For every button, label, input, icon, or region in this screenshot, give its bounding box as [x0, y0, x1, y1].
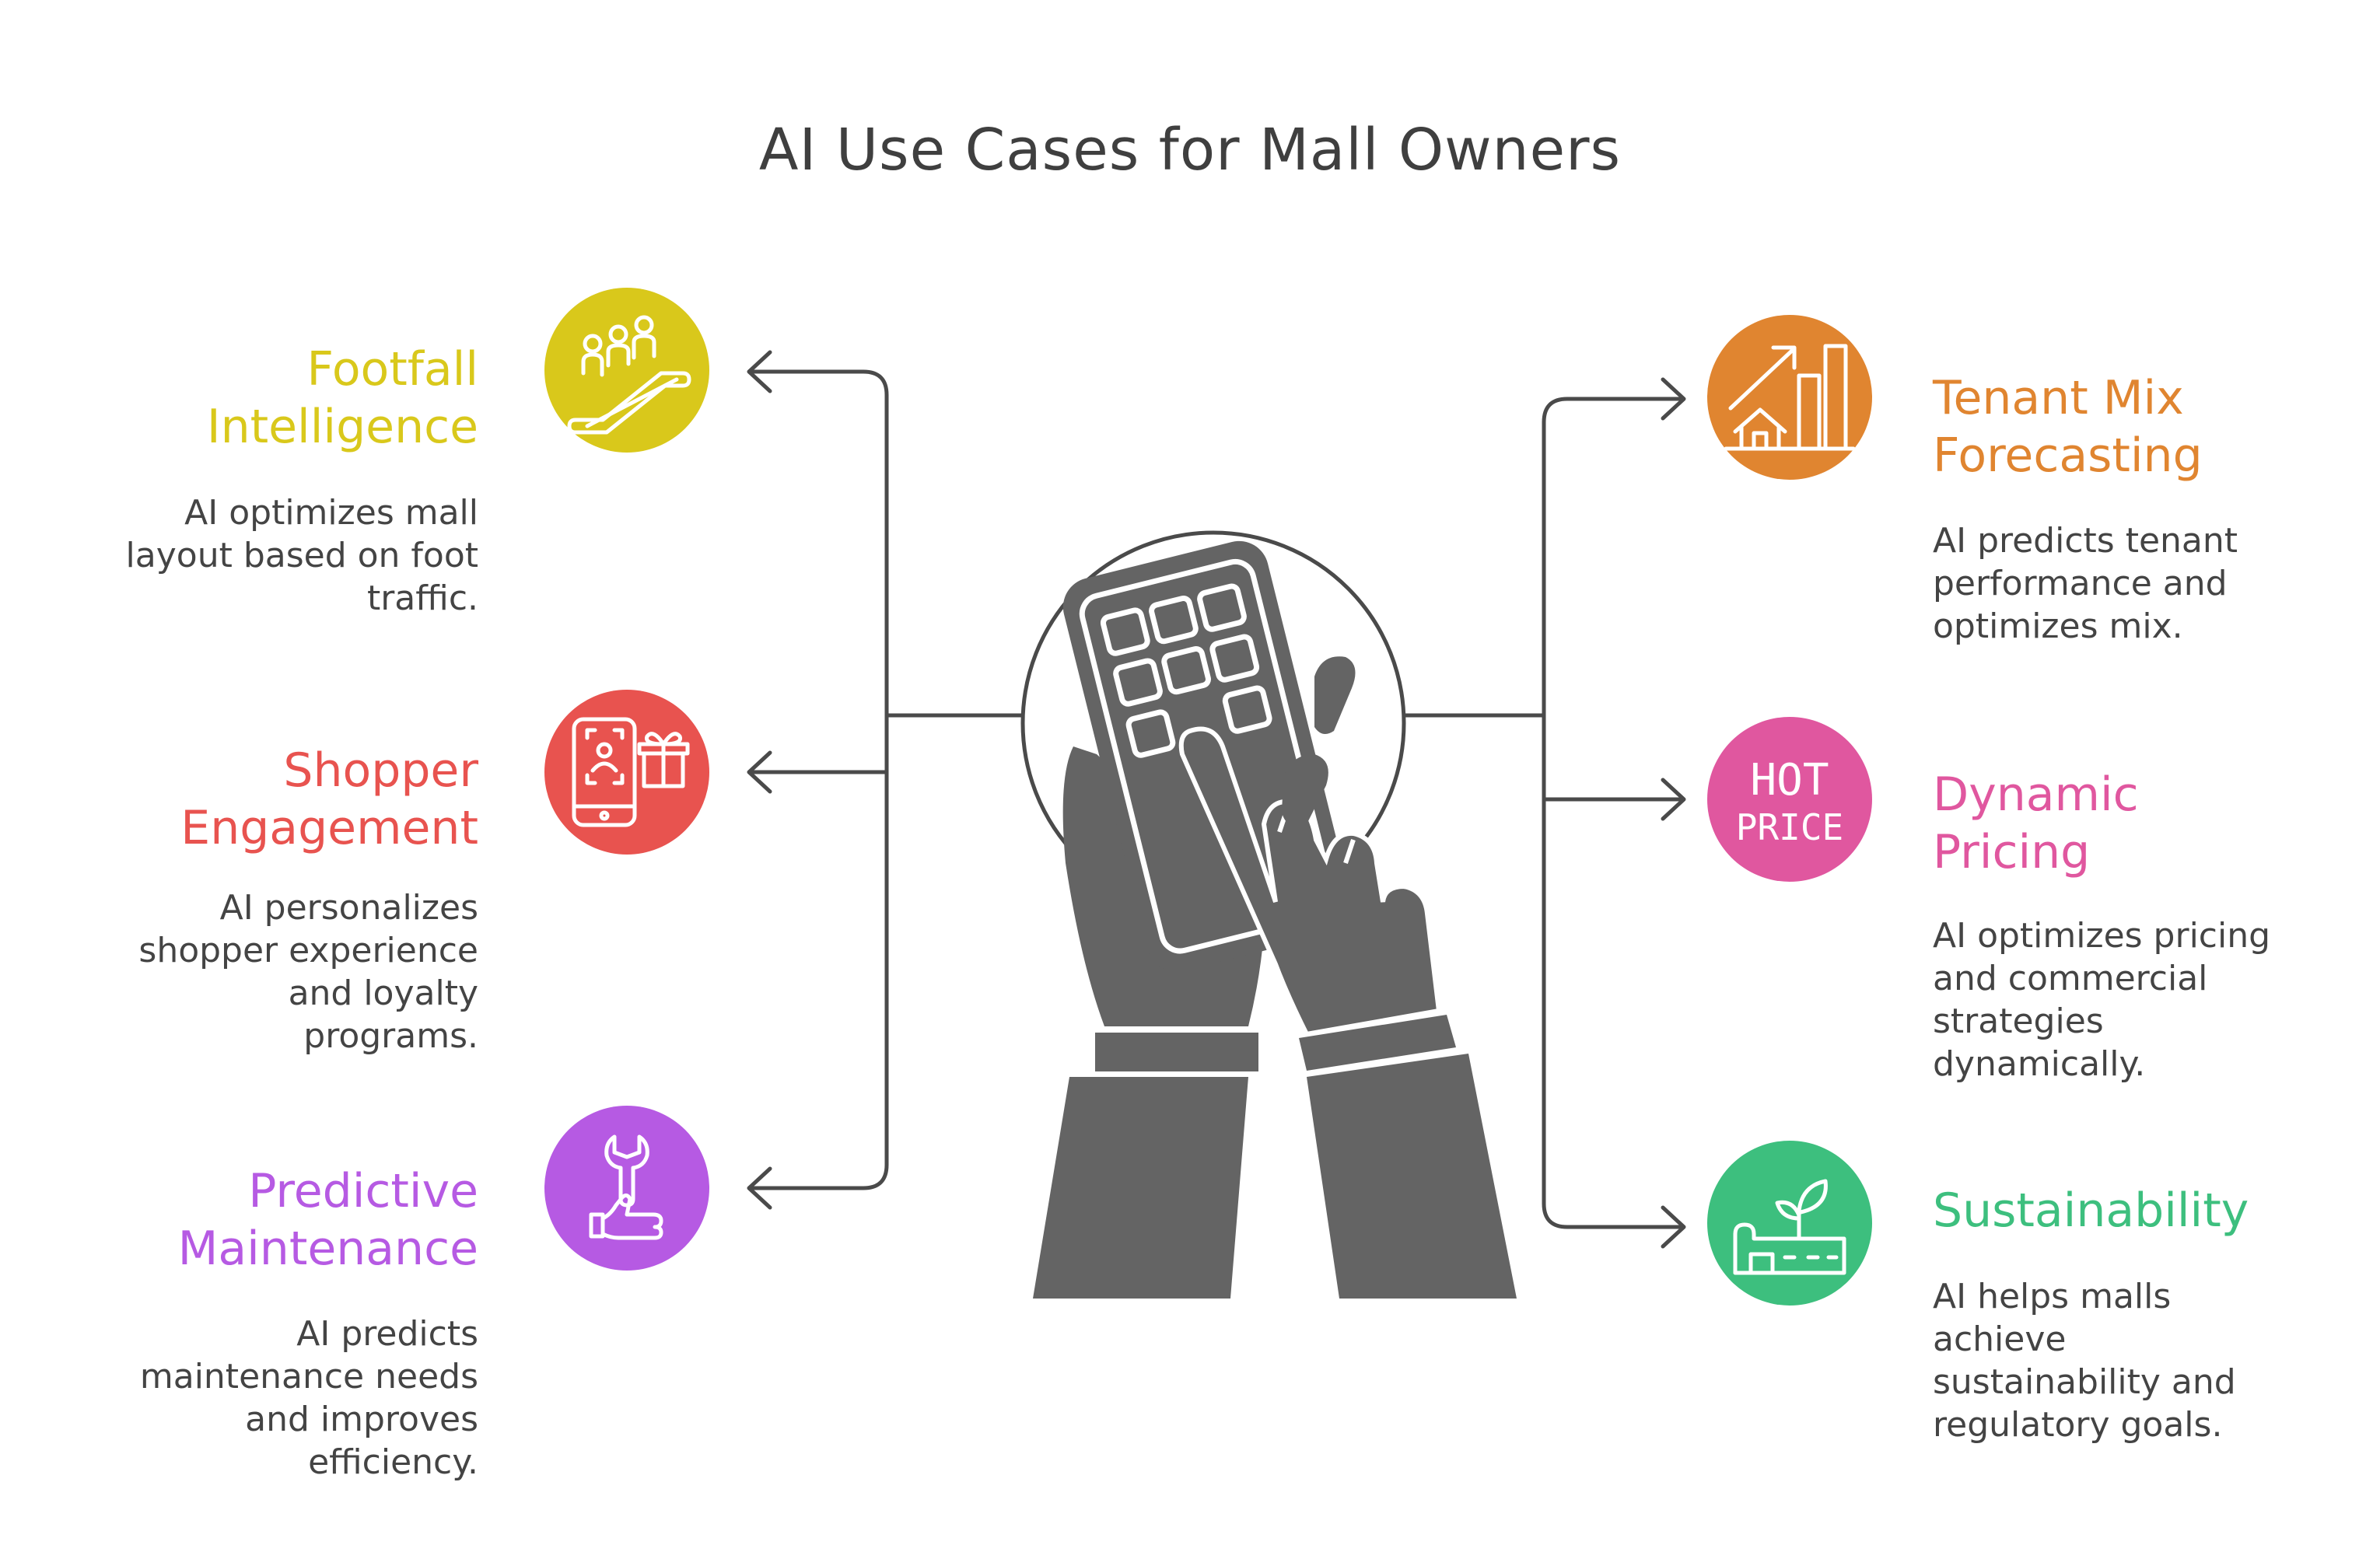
- maintenance-description-line: AI predicts: [296, 1314, 478, 1354]
- tenant-description-line: performance and: [1933, 564, 2228, 603]
- sustainability-circle: [1707, 1141, 1872, 1306]
- arrow-pricing: [1661, 778, 1686, 821]
- wrench-thumbs-up-icon: [589, 1134, 663, 1240]
- shopper-description-line: AI personalizes: [219, 888, 478, 928]
- hot-price-icon-hot: HOT: [1750, 755, 1829, 806]
- footfall-description-line: traffic.: [366, 579, 478, 618]
- pricing-description-line: AI optimizes pricing: [1933, 916, 2271, 956]
- pricing-heading-line: Dynamic: [1933, 767, 2139, 822]
- sustainability-heading: Sustainability: [1933, 1182, 2249, 1239]
- arrow-sustainability: [1661, 1205, 1686, 1249]
- pricing-heading-line: Pricing: [1933, 825, 2091, 879]
- footfall-description-line: layout based on foot: [125, 536, 478, 575]
- footfall-heading-line: Intelligence: [206, 400, 478, 454]
- hot-price-icon: HOT PRICE: [1736, 755, 1843, 848]
- connector-right-trunk: [1542, 397, 1685, 1229]
- footfall-circle: [544, 288, 709, 453]
- tenant-heading-line: Forecasting: [1933, 428, 2203, 483]
- maintenance-circle: [544, 1106, 709, 1271]
- sustainability-description-line: regulatory goals.: [1933, 1405, 2223, 1445]
- maintenance-description-line: efficiency.: [308, 1442, 478, 1482]
- tenant-heading-line: Tenant Mix: [1933, 371, 2184, 425]
- arrow-tenant: [1661, 377, 1686, 421]
- shopper-circle: [544, 690, 709, 855]
- maintenance-heading-line: Predictive: [248, 1164, 478, 1218]
- footfall-heading: Footfall Intelligence: [207, 341, 478, 456]
- maintenance-description: AI predicts maintenance needs and improv…: [140, 1313, 478, 1484]
- maintenance-description-line: maintenance needs: [139, 1357, 478, 1396]
- hands-using-phone-icon: [980, 498, 1540, 1309]
- pricing-description-line: and commercial: [1933, 959, 2208, 998]
- phone-gift-icon: [572, 717, 690, 827]
- footfall-description-line: AI optimizes mall: [184, 493, 478, 533]
- pricing-description-line: dynamically.: [1933, 1044, 2146, 1084]
- shopper-description-line: shopper experience: [138, 931, 478, 970]
- sustainability-description: AI helps malls achieve sustainability an…: [1933, 1275, 2236, 1446]
- pricing-description-line: strategies: [1933, 1001, 2104, 1041]
- shopper-heading: Shopper Engagement: [180, 742, 478, 857]
- arrow-footfall: [747, 350, 772, 393]
- arrow-maintenance: [747, 1166, 772, 1210]
- growth-chart-house-icon: [1724, 344, 1856, 451]
- arrow-shopper: [747, 750, 772, 794]
- footfall-heading-line: Footfall: [306, 342, 478, 397]
- sustainability-description-line: achieve: [1933, 1320, 2067, 1359]
- green-building-icon: [1733, 1179, 1846, 1275]
- tenant-description-line: optimizes mix.: [1933, 606, 2183, 646]
- tenant-circle: [1707, 315, 1872, 480]
- pricing-description: AI optimizes pricing and commercial stra…: [1933, 914, 2270, 1085]
- shopper-heading-line: Shopper: [283, 743, 478, 798]
- maintenance-heading-line: Maintenance: [177, 1222, 478, 1276]
- sustainability-description-line: AI helps malls: [1933, 1277, 2172, 1316]
- hot-price-icon-price: PRICE: [1736, 806, 1843, 848]
- connector-left-trunk: [748, 369, 889, 1190]
- shopper-description-line: and loyalty: [288, 973, 478, 1013]
- shopper-description: AI personalizes shopper experience and l…: [138, 886, 478, 1057]
- maintenance-heading: Predictive Maintenance: [178, 1162, 478, 1278]
- tenant-heading: Tenant Mix Forecasting: [1933, 369, 2203, 484]
- maintenance-description-line: and improves: [245, 1400, 478, 1439]
- tenant-description-line: AI predicts tenant: [1933, 521, 2238, 561]
- sustainability-description-line: sustainability and: [1933, 1362, 2236, 1402]
- escalator-people-icon: [567, 315, 691, 435]
- sustainability-heading-line: Sustainability: [1933, 1183, 2249, 1238]
- shopper-heading-line: Engagement: [180, 801, 478, 855]
- pricing-circle: HOT PRICE: [1707, 717, 1872, 882]
- tenant-description: AI predicts tenant performance and optim…: [1933, 519, 2238, 648]
- pricing-heading: Dynamic Pricing: [1933, 766, 2139, 881]
- footfall-description: AI optimizes mall layout based on foot t…: [126, 491, 478, 620]
- shopper-description-line: programs.: [303, 1016, 478, 1056]
- diagram-title: AI Use Cases for Mall Owners: [758, 117, 1622, 184]
